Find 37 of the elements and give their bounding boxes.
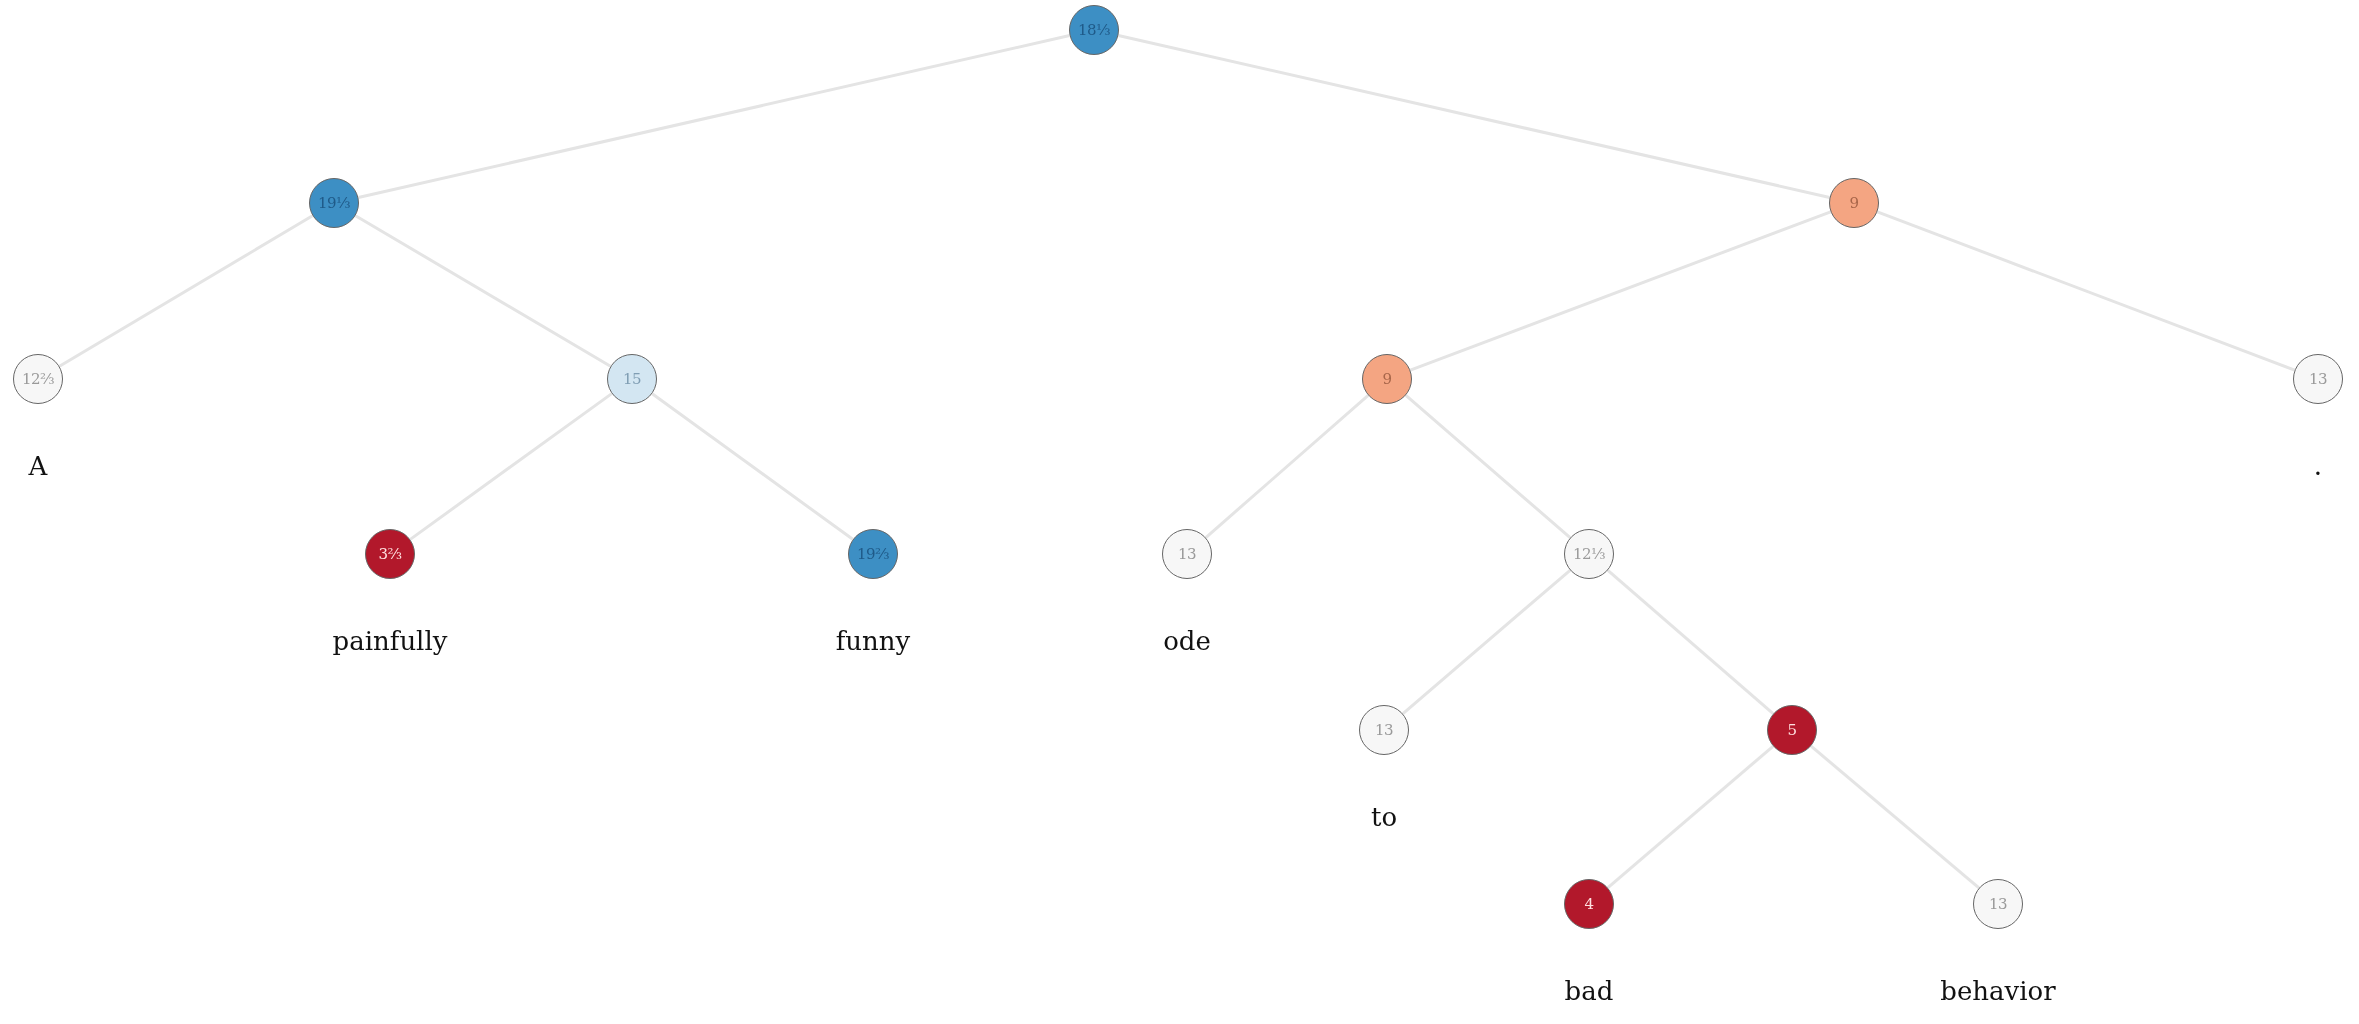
word-label: . <box>2313 451 2323 481</box>
tree-branch-line <box>1606 569 1775 715</box>
tree-node-circle: 19⅓ <box>309 178 359 228</box>
tree-node-circle: 18⅓ <box>1069 5 1119 55</box>
word-label: A <box>28 451 48 481</box>
tree-branch-line <box>651 392 854 541</box>
word-label: bad <box>1564 976 1614 1006</box>
tree-node-circle: 12⅔ <box>13 354 63 404</box>
tree-branch-line <box>1409 210 1832 372</box>
word-label: to <box>1370 802 1398 832</box>
tree-node-circle: 5 <box>1767 705 1817 755</box>
word-label: behavior <box>1940 976 2056 1006</box>
tree-node-circle: 15 <box>607 354 657 404</box>
word-label: funny <box>835 626 911 656</box>
tree-node-circle: 4 <box>1564 879 1614 929</box>
word-label: ode <box>1163 626 1211 656</box>
tree-node-circle: 12⅓ <box>1564 529 1614 579</box>
word-label: painfully <box>332 626 448 656</box>
tree-node-circle: 13 <box>1359 705 1409 755</box>
tree-node-circle: 13 <box>1973 879 2023 929</box>
tree-node-circle: 3⅔ <box>365 529 415 579</box>
tree-node-circle: 13 <box>1162 529 1212 579</box>
tree-node-circle: 19⅔ <box>848 529 898 579</box>
tree-branch-line <box>354 214 612 368</box>
tree-branch-line <box>1876 210 2296 372</box>
tree-node-circle: 13 <box>2293 354 2343 404</box>
tree-node-circle: 9 <box>1829 178 1879 228</box>
tree-branch-line <box>1810 745 1980 889</box>
tree-branch-line <box>1204 394 1370 539</box>
tree-branch-line <box>1118 34 1830 199</box>
tree-branch-line <box>358 34 1070 199</box>
tree-branch-line <box>1607 745 1774 889</box>
tree-branch-line <box>409 392 613 541</box>
tree-branch-line <box>1402 569 1571 715</box>
tree-node-circle: 9 <box>1362 354 1412 404</box>
tree-branch-line <box>58 214 314 368</box>
tree-branch-line <box>1404 394 1572 539</box>
